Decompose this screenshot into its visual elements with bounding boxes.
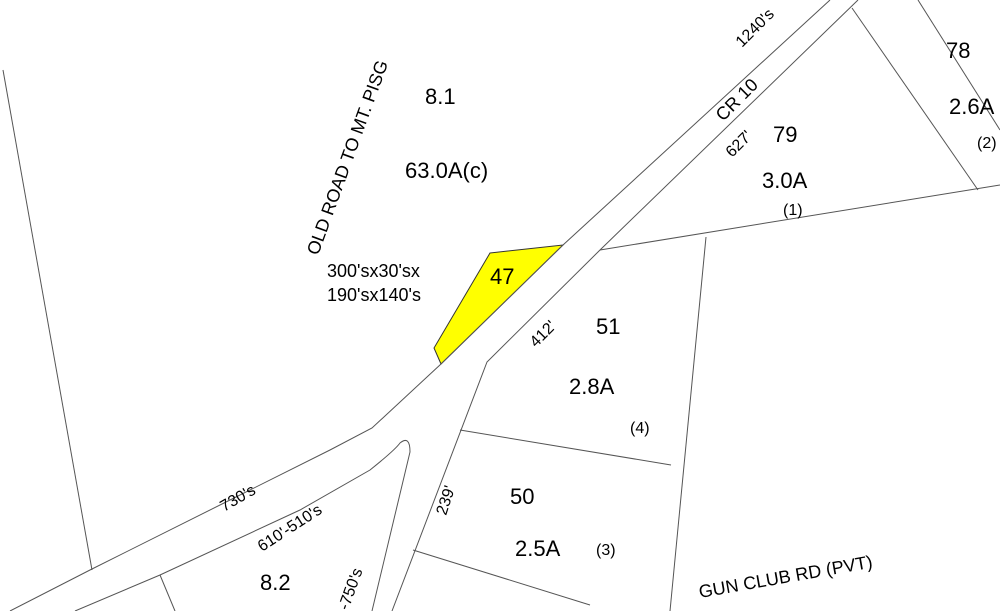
cr10-north-edge bbox=[9, 0, 831, 611]
parcel-line bbox=[851, 7, 979, 191]
parcel-line bbox=[159, 574, 176, 611]
parcel-line bbox=[669, 236, 707, 611]
parcel-line bbox=[459, 429, 672, 466]
parcel-79-note: (1) bbox=[783, 202, 803, 219]
parcel-47-highlight[interactable] bbox=[433, 244, 565, 365]
dimension-label: 627' bbox=[723, 128, 756, 161]
dimension-label: 1240's bbox=[733, 6, 778, 51]
parcel-47-id[interactable]: 47 bbox=[490, 264, 514, 289]
road-label-old-road: OLD ROAD TO MT. PISG bbox=[303, 58, 392, 258]
dimension-label: 239' bbox=[434, 484, 459, 518]
dimension-label: -750's bbox=[336, 566, 367, 611]
parcel-51-id: 51 bbox=[596, 314, 620, 339]
parcel-8-2-id: 8.2 bbox=[260, 570, 291, 595]
parcel-51-area: 2.8A bbox=[569, 374, 615, 399]
parcel-50-note: (3) bbox=[596, 542, 616, 559]
road-label-gun-club: GUN CLUB RD (PVT) bbox=[697, 552, 874, 602]
parcel-line bbox=[2, 69, 93, 571]
south-road-east-edge bbox=[391, 0, 859, 611]
parcel-8-1-dims: 190'sx140's bbox=[327, 285, 421, 305]
parcel-50-area: 2.5A bbox=[515, 536, 561, 561]
parcel-78-note: (2) bbox=[977, 135, 997, 152]
parcel-79-area: 3.0A bbox=[762, 168, 808, 193]
parcel-8-1-id: 8.1 bbox=[425, 84, 456, 109]
parcel-50-id: 50 bbox=[510, 484, 534, 509]
parcel-78-area: 2.6A bbox=[949, 94, 995, 119]
parcel-8-1-area: 63.0A(c) bbox=[405, 158, 488, 183]
parcel-79-id: 79 bbox=[773, 122, 797, 147]
parcel-line bbox=[599, 184, 1000, 251]
cr10-south-edge bbox=[74, 440, 411, 611]
dimension-label: 730's bbox=[218, 482, 259, 516]
parcel-78-id: 78 bbox=[946, 38, 970, 63]
dimension-label: 412' bbox=[527, 318, 560, 351]
parcel-line bbox=[412, 549, 591, 606]
parcel-line bbox=[917, 0, 1000, 131]
dimension-label: 610'-510's bbox=[255, 501, 325, 555]
parcel-51-note: (4) bbox=[630, 420, 650, 437]
parcel-8-1-dims: 300'sx30'sx bbox=[327, 261, 420, 281]
